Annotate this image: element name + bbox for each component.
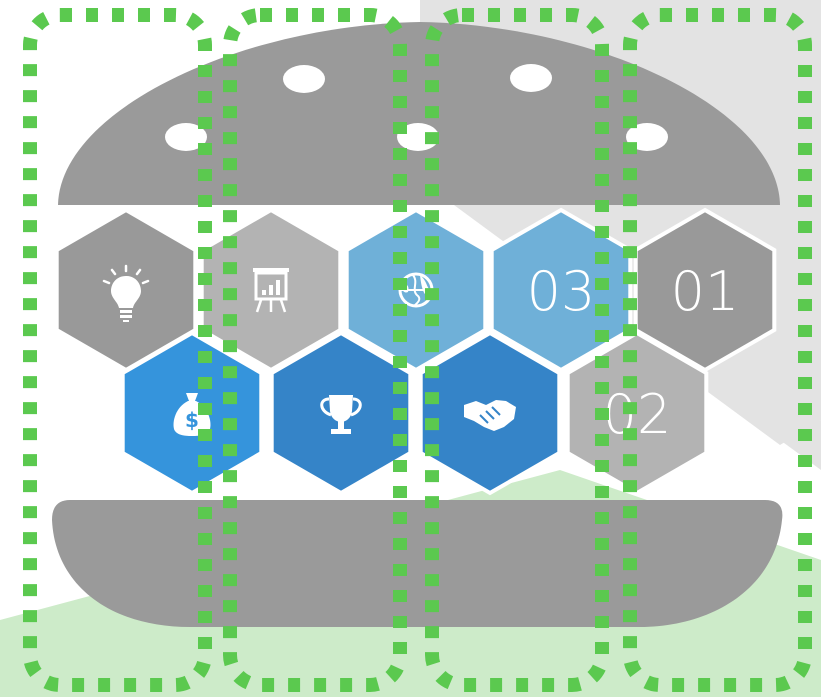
hexagon-trophy xyxy=(269,330,413,496)
selection-box[interactable] xyxy=(223,8,407,692)
svg-text:$: $ xyxy=(185,408,199,432)
selection-boxes xyxy=(23,8,812,692)
hexagon-handshake xyxy=(418,330,562,496)
bun-seed xyxy=(165,123,207,151)
bun-seed xyxy=(510,64,552,92)
selection-box[interactable] xyxy=(425,8,609,692)
hexagon-number: 01 xyxy=(671,260,740,323)
trophy-icon xyxy=(320,395,362,434)
bottom-bun xyxy=(52,500,783,627)
selection-box[interactable] xyxy=(623,8,812,692)
presentation-chart-icon xyxy=(253,268,289,313)
lightbulb-icon xyxy=(102,264,150,322)
hexagon-globe xyxy=(344,207,488,373)
selection-box[interactable] xyxy=(23,8,212,692)
hexagon-number: 03 xyxy=(527,260,596,323)
handshake-icon xyxy=(464,400,516,431)
bun-seed xyxy=(283,65,325,93)
